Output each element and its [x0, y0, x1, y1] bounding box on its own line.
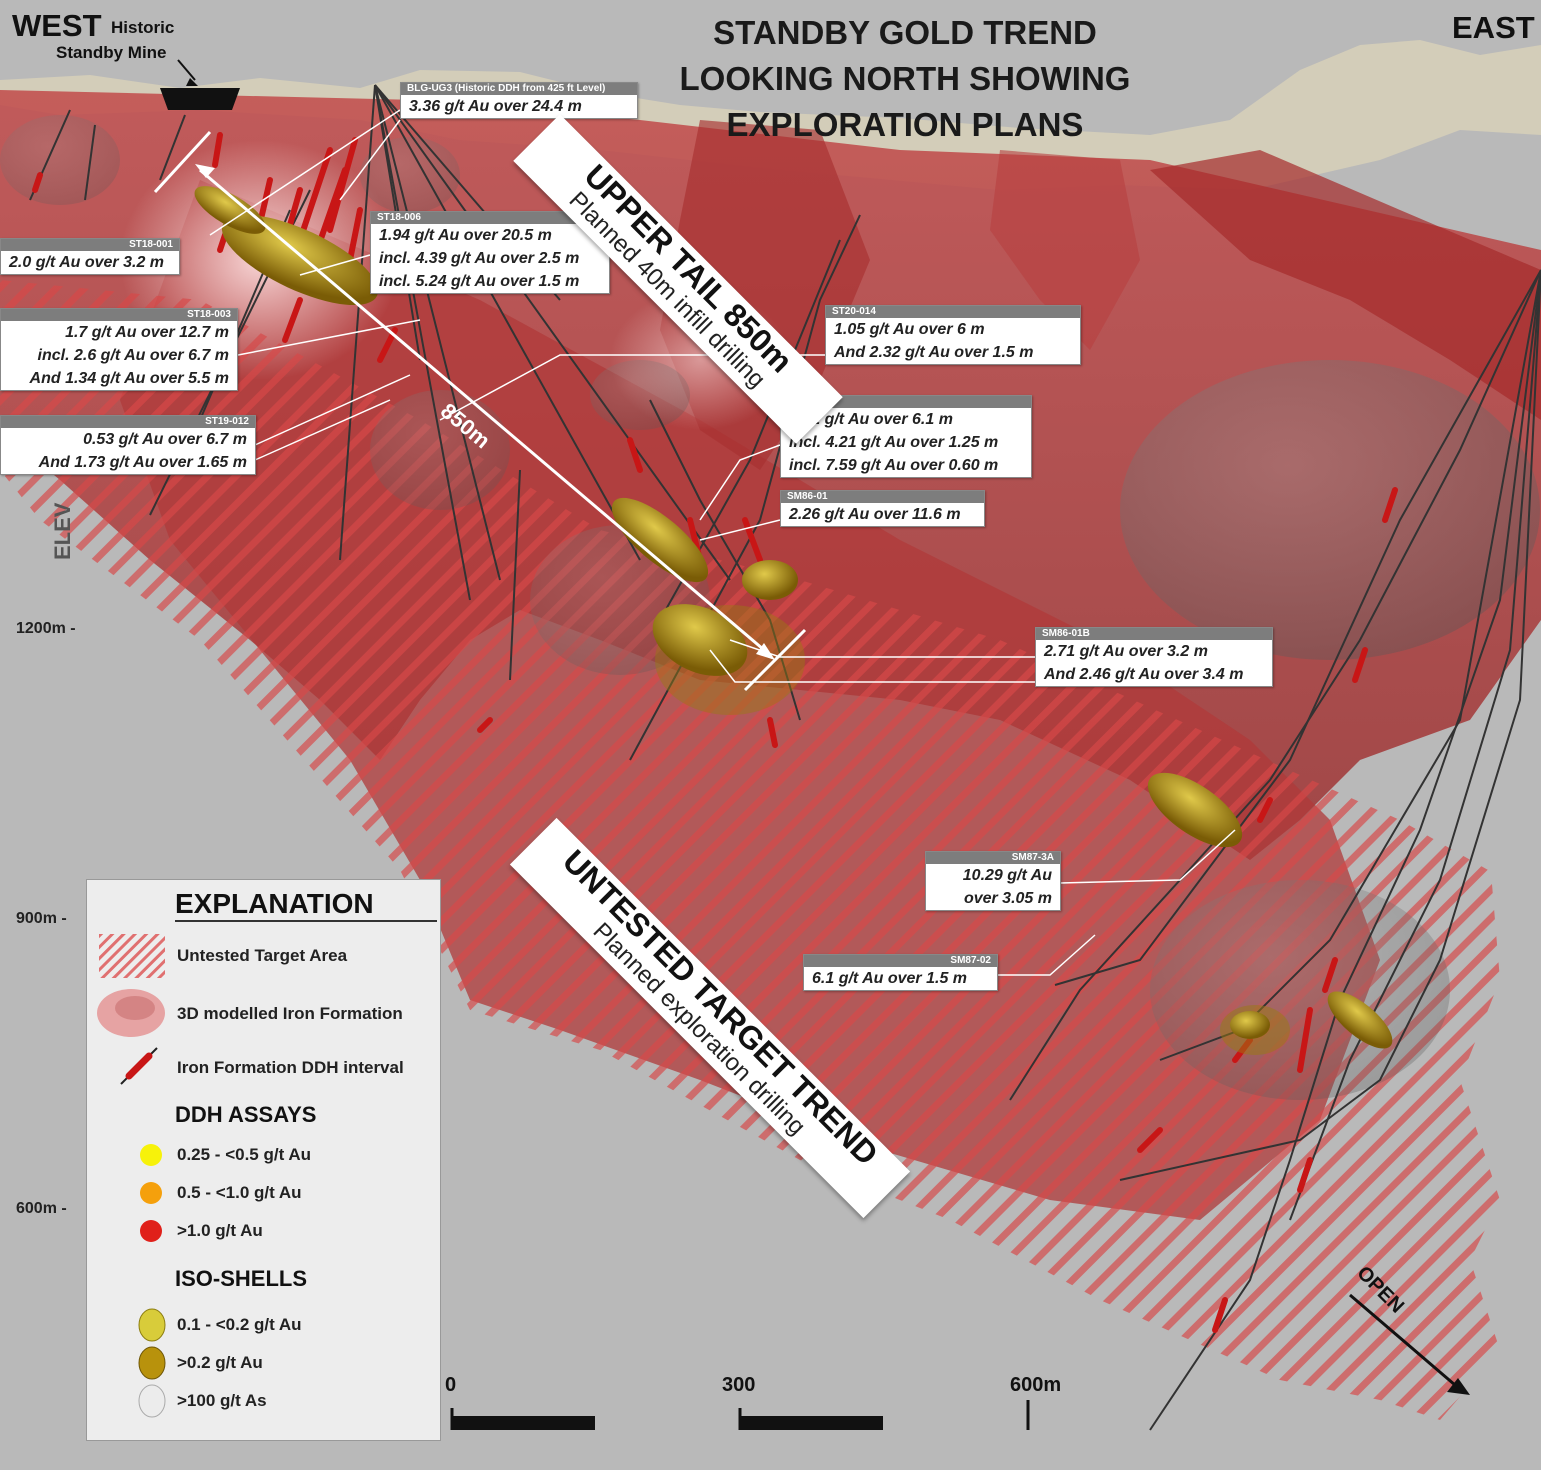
callout-st20-014: ST20-014 1.05 g/t Au over 6 m And 2.32 g… [825, 305, 1081, 365]
scale-label-600m: 600m [1010, 1374, 1062, 1396]
callout-sm87-02: SM87-02 6.1 g/t Au over 1.5 m [803, 954, 998, 991]
arsenic-shells [0, 115, 1540, 1100]
callout-st18-001: ST18-001 2.0 g/t Au over 3.2 m [0, 238, 180, 275]
iso-shells-heading: ISO-SHELLS [175, 1266, 308, 1291]
scale-label-0: 0 [445, 1374, 457, 1396]
historic-label: Historic [111, 18, 175, 37]
callout-sm86-01: SM86-01 2.26 g/t Au over 11.6 m [780, 490, 985, 527]
terrain-surface [0, 40, 1541, 190]
assay-yellow-dot [140, 1144, 162, 1166]
historic-mine-shaft [160, 59, 240, 110]
callout-st19-012: ST19-012 0.53 g/t Au over 6.7 m And 1.73… [0, 415, 256, 475]
scale-label-300: 300 [722, 1374, 756, 1396]
elevation-tick-1200: 1200m - [16, 620, 76, 637]
legend-title: EXPLANATION [175, 888, 374, 919]
ddh-assays-heading: DDH ASSAYS [175, 1102, 317, 1127]
assay-red-dot [140, 1220, 162, 1242]
legend-item-ddh-interval: Iron Formation DDH interval [177, 1058, 404, 1077]
callout-st18-006: ST18-006 1.94 g/t Au over 20.5 m incl. 4… [370, 211, 610, 294]
legend-assay-low: 0.25 - <0.5 g/t Au [177, 1145, 311, 1164]
legend-shell-high: >0.2 g/t Au [177, 1353, 263, 1372]
ddh-interval-icon [120, 1047, 158, 1085]
callout-blg-ug3: BLG-UG3 (Historic DDH from 425 ft Level)… [400, 82, 638, 119]
legend-shell-arsenic: >100 g/t As [177, 1391, 267, 1410]
scale-bar [450, 1400, 1030, 1430]
elevation-axis-label: ELEV [50, 502, 75, 560]
shell-arsenic-icon [138, 1384, 166, 1418]
legend-assay-high: >1.0 g/t Au [177, 1221, 263, 1240]
iron-formation-icon [97, 989, 165, 1037]
legend-item-iron-formation: 3D modelled Iron Formation [177, 1004, 403, 1023]
callout-sm86-01b: SM86-01B 2.71 g/t Au over 3.2 m And 2.46… [1035, 627, 1273, 687]
callout-sm87-3a: SM87-3A 10.29 g/t Au over 3.05 m [925, 851, 1061, 911]
gold-iso-shells [194, 186, 1393, 1055]
legend-assay-mid: 0.5 - <1.0 g/t Au [177, 1183, 302, 1202]
figure-title: STANDBY GOLD TREND LOOKING NORTH SHOWING… [679, 14, 1131, 143]
elevation-tick-600: 600m - [16, 1200, 67, 1217]
legend-rule [175, 920, 437, 922]
east-label: EAST [1452, 10, 1535, 45]
shell-dark-gold-icon [138, 1346, 166, 1380]
west-label: WEST [12, 8, 102, 43]
legend-panel: EXPLANATION Untested Target Area 3D mode… [86, 879, 441, 1441]
elevation-tick-900: 900m - [16, 910, 67, 927]
shell-light-gold-icon [138, 1308, 166, 1342]
leader-lines [209, 109, 1236, 976]
legend-shell-low: 0.1 - <0.2 g/t Au [177, 1315, 302, 1334]
open-arrow-icon [1349, 1293, 1470, 1395]
drill-holes [29, 84, 1541, 1431]
hatched-area-icon [99, 934, 165, 978]
callout-st18-003: ST18-003 1.7 g/t Au over 12.7 m incl. 2.… [0, 308, 238, 391]
arrow-850m [153, 130, 807, 692]
standby-mine-label: Standby Mine [56, 43, 167, 62]
legend-item-untested: Untested Target Area [177, 946, 348, 965]
assay-orange-dot [140, 1182, 162, 1204]
